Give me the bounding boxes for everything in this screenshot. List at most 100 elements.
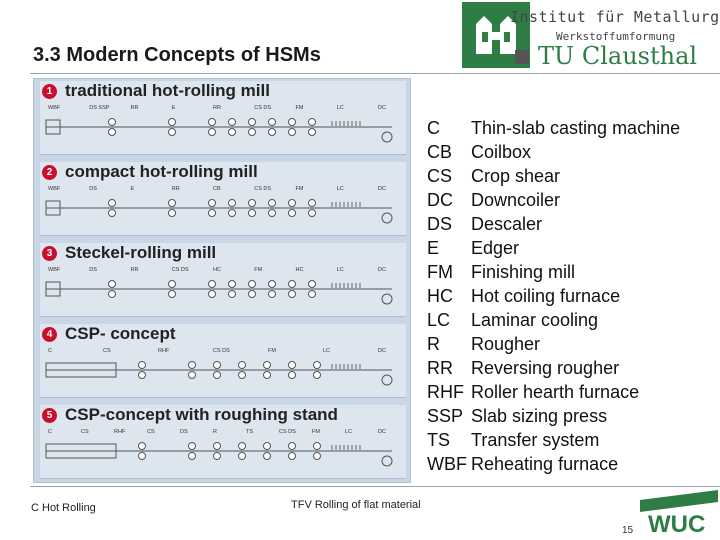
legend-description: Roller hearth furnace bbox=[471, 381, 640, 402]
footer-divider bbox=[30, 486, 720, 487]
station-label: DC bbox=[378, 348, 386, 354]
legend-row: TS Transfer system bbox=[427, 428, 717, 452]
tu-mark-icon bbox=[515, 50, 529, 64]
legend-code: CB bbox=[427, 141, 453, 162]
station-label: LC bbox=[336, 186, 344, 192]
station-label: FM bbox=[268, 348, 276, 354]
station-label: FM bbox=[295, 186, 304, 192]
legend-description: Reversing rougher bbox=[471, 357, 620, 378]
station-label: C bbox=[48, 348, 52, 354]
page-number: 15 bbox=[622, 525, 634, 536]
mill-title: CSP- concept bbox=[65, 324, 176, 343]
legend-code: LC bbox=[427, 309, 451, 330]
footer-course: C Hot Rolling bbox=[31, 502, 96, 514]
mill-number-badge: 1 bbox=[42, 83, 57, 99]
legend-description: Crop shear bbox=[471, 165, 561, 186]
station-label: LC bbox=[345, 429, 353, 435]
station-label: WBF bbox=[48, 186, 61, 192]
station-label: LC bbox=[323, 348, 331, 354]
station-label: RR bbox=[130, 267, 139, 273]
legend-row: E Edger bbox=[427, 236, 717, 260]
legend-row: LC Laminar cooling bbox=[427, 308, 717, 332]
institute-name: Institut für Metallurg bbox=[510, 8, 720, 26]
station-label: HC bbox=[213, 267, 221, 273]
station-label: E bbox=[171, 105, 176, 111]
station-label: E bbox=[130, 186, 135, 192]
mill-line-drawing bbox=[45, 361, 393, 386]
wuc-logo-text: WUC bbox=[648, 511, 705, 538]
university-name: TU Clausthal bbox=[538, 42, 698, 70]
station-label: RHF bbox=[114, 429, 126, 435]
mill-number-badge: 4 bbox=[42, 326, 57, 342]
legend-code: R bbox=[427, 333, 440, 354]
station-label: RHF bbox=[158, 348, 170, 354]
station-label: DC bbox=[378, 267, 386, 273]
legend-description: Laminar cooling bbox=[471, 309, 599, 330]
station-label: DS SSP bbox=[89, 105, 110, 111]
station-label: FM bbox=[254, 267, 263, 273]
station-label: FM bbox=[312, 429, 320, 435]
station-label: CS bbox=[81, 429, 89, 435]
legend-code: HC bbox=[427, 285, 453, 306]
legend-description: Edger bbox=[471, 237, 520, 258]
station-label: CS DS bbox=[254, 105, 272, 111]
station-label: FM bbox=[295, 105, 304, 111]
station-label: RR bbox=[171, 186, 180, 192]
mill-number-badge: 2 bbox=[42, 164, 57, 180]
station-label: DS bbox=[89, 186, 97, 192]
station-label: RR bbox=[130, 105, 139, 111]
mill-line-drawing bbox=[45, 442, 393, 467]
mill-number-badge: 3 bbox=[42, 245, 57, 261]
legend-description: Finishing mill bbox=[471, 261, 576, 282]
legend-code: E bbox=[427, 237, 440, 258]
legend-code: RHF bbox=[427, 381, 464, 402]
legend-description: Reheating furnace bbox=[471, 453, 619, 474]
mill-heading: 4 CSP- concept bbox=[42, 324, 176, 344]
station-label: TS bbox=[246, 429, 254, 435]
mill-line-drawing bbox=[45, 199, 393, 224]
station-label: LC bbox=[336, 267, 344, 273]
station-label: WBF bbox=[48, 105, 61, 111]
legend-row: RHF Roller hearth furnace bbox=[427, 380, 717, 404]
mill-title: compact hot-rolling mill bbox=[65, 162, 258, 181]
station-label: RR bbox=[213, 105, 221, 111]
wuc-logo: WUC bbox=[640, 490, 718, 538]
legend-description: Hot coiling furnace bbox=[471, 285, 621, 306]
legend-code: C bbox=[427, 117, 440, 138]
station-label: CS DS bbox=[171, 267, 189, 273]
legend-code: TS bbox=[427, 429, 451, 450]
legend-code: SSP bbox=[427, 405, 464, 426]
legend-code: RR bbox=[427, 357, 453, 378]
legend-description: Transfer system bbox=[471, 429, 600, 450]
legend-row: HC Hot coiling furnace bbox=[427, 284, 717, 308]
station-label: CS bbox=[147, 429, 155, 435]
station-label: CS bbox=[103, 348, 111, 354]
legend-code: FM bbox=[427, 261, 453, 282]
mill-heading: 2 compact hot-rolling mill bbox=[42, 162, 258, 182]
legend-description: Rougher bbox=[471, 333, 541, 354]
mill-number-badge: 5 bbox=[42, 407, 57, 423]
station-label: C bbox=[48, 429, 52, 435]
station-label: DC bbox=[378, 429, 386, 435]
legend-code: DS bbox=[427, 213, 453, 234]
station-label: HC bbox=[295, 267, 304, 273]
station-label: DC bbox=[378, 105, 386, 111]
station-label: DS bbox=[180, 429, 188, 435]
station-label: R bbox=[213, 429, 217, 435]
legend-code: DC bbox=[427, 189, 453, 210]
legend-row: FM Finishing mill bbox=[427, 260, 717, 284]
legend-code: CS bbox=[427, 165, 453, 186]
